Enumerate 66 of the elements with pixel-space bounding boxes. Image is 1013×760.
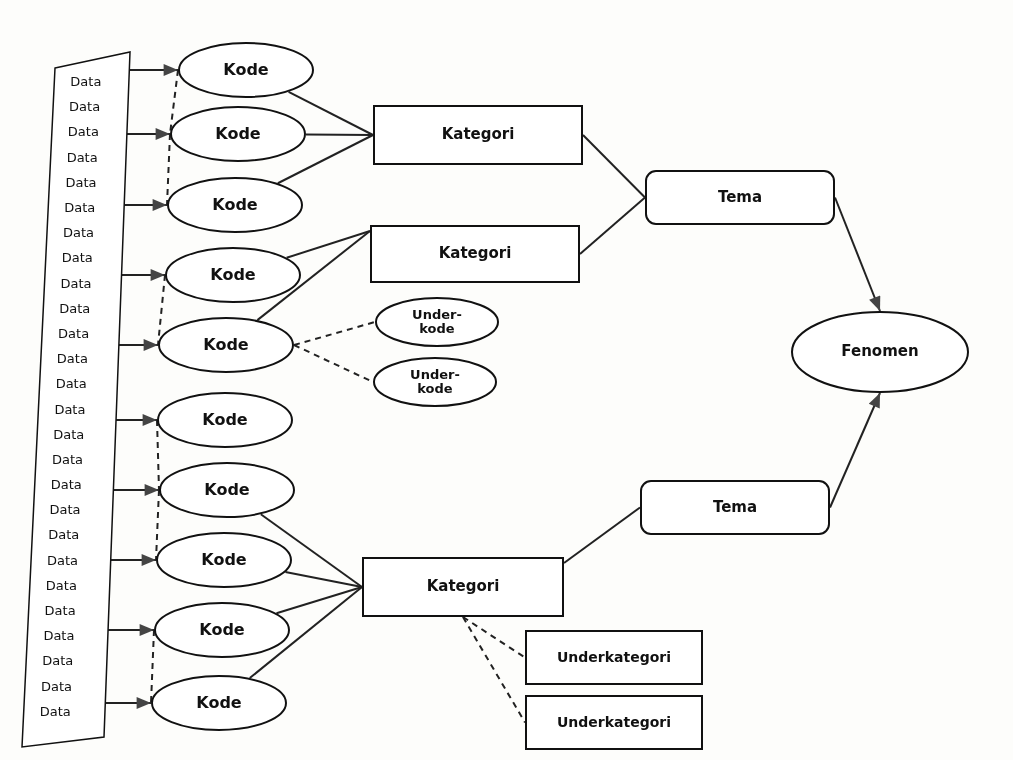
theme-box: Tema xyxy=(640,480,830,535)
data-label: Data xyxy=(69,99,101,116)
data-label: Data xyxy=(59,300,91,317)
data-label: Data xyxy=(58,325,90,342)
connector-line xyxy=(275,586,363,615)
subcode-ellipse: Under- kode xyxy=(373,357,497,407)
data-label: Data xyxy=(55,376,87,393)
data-label: Data xyxy=(53,426,85,443)
data-label: Data xyxy=(43,628,75,645)
dashed-connector-line xyxy=(462,616,526,659)
connector-line xyxy=(284,571,363,588)
arrow xyxy=(829,392,881,509)
connector-line xyxy=(563,506,641,564)
data-label: Data xyxy=(64,199,96,216)
data-label: Data xyxy=(60,275,92,292)
code-ellipse: Kode xyxy=(178,42,314,98)
code-ellipse: Kode xyxy=(170,106,306,162)
theme-box: Tema xyxy=(645,170,835,225)
code-ellipse: Kode xyxy=(157,392,293,448)
connector-line xyxy=(256,230,371,322)
code-ellipse: Kode xyxy=(167,177,303,233)
connector-line xyxy=(285,230,371,259)
data-label: Data xyxy=(67,124,99,141)
data-column-box xyxy=(22,52,130,747)
data-label: Data xyxy=(47,552,79,569)
data-label: Data xyxy=(61,250,93,267)
arrow xyxy=(115,414,158,426)
data-label: Data xyxy=(45,577,77,594)
connector-line xyxy=(582,134,646,199)
data-label: Data xyxy=(54,401,86,418)
subcode-ellipse: Under- kode xyxy=(375,297,499,347)
data-label: Data xyxy=(39,703,71,720)
category-box: Kategori xyxy=(362,557,564,617)
data-label: Data xyxy=(56,351,88,368)
code-ellipse: Kode xyxy=(159,462,295,518)
category-box: Kategori xyxy=(373,105,583,165)
connector-line xyxy=(259,513,363,588)
data-label: Data xyxy=(62,225,94,242)
connector-line xyxy=(305,133,374,136)
data-label: Data xyxy=(66,149,98,166)
category-box: Kategori xyxy=(370,225,580,283)
code-ellipse: Kode xyxy=(154,602,290,658)
dashed-connector-line xyxy=(293,321,376,346)
connector-line xyxy=(287,90,374,136)
connector-line xyxy=(276,134,374,185)
connector-line xyxy=(579,196,646,255)
code-ellipse: Kode xyxy=(158,317,294,373)
code-ellipse: Kode xyxy=(156,532,292,588)
data-label: Data xyxy=(49,502,81,519)
subcategory-box: Underkategori xyxy=(525,695,703,750)
dashed-connector-line xyxy=(462,616,526,724)
connector-line xyxy=(248,586,363,680)
subcategory-box: Underkategori xyxy=(525,630,703,685)
data-label: Data xyxy=(70,74,102,90)
code-ellipse: Kode xyxy=(165,247,301,303)
phenomenon-ellipse: Fenomen xyxy=(791,311,969,393)
data-label: Data xyxy=(48,527,80,544)
data-label: Data xyxy=(65,174,97,191)
data-label: Data xyxy=(51,451,83,468)
arrow xyxy=(834,196,881,312)
arrow xyxy=(107,624,155,636)
data-label: Data xyxy=(50,477,82,494)
data-label: Data xyxy=(42,653,74,670)
data-label: Data xyxy=(40,678,72,695)
data-label: Data xyxy=(44,603,76,620)
code-ellipse: Kode xyxy=(151,675,287,731)
